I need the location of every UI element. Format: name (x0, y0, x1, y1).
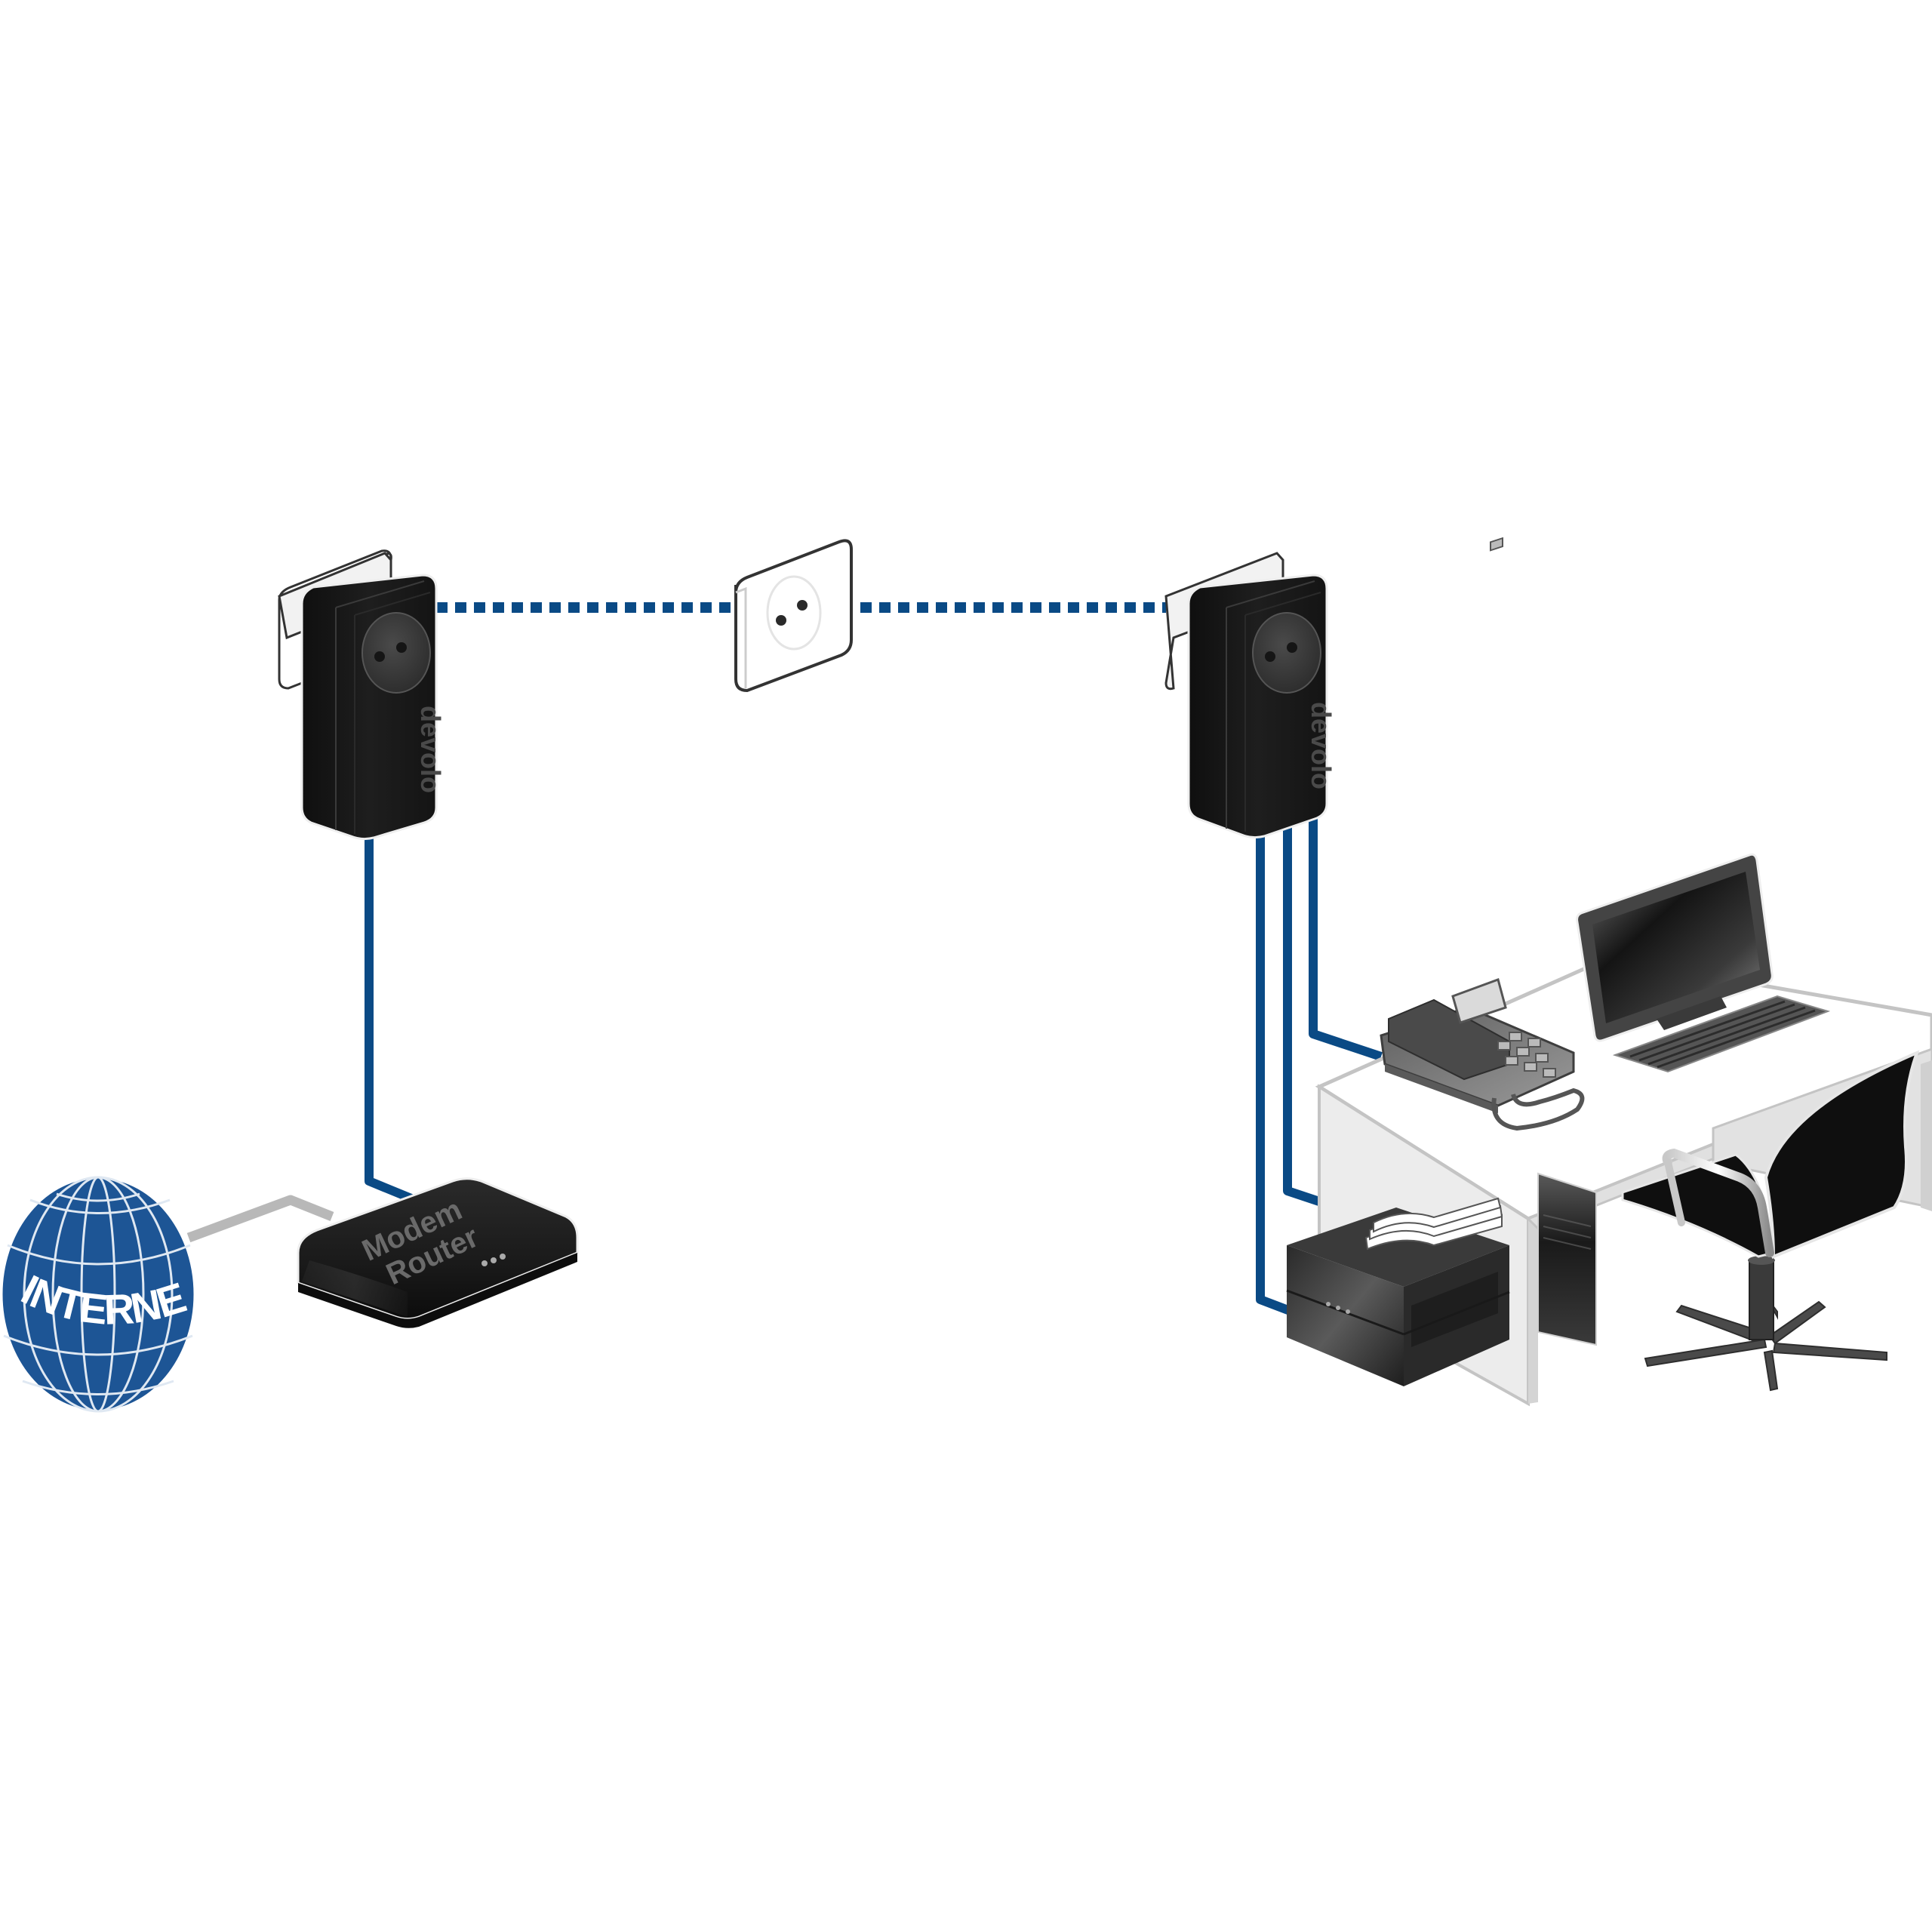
modem-router: Modem Router (297, 1177, 579, 1328)
printer-cable (1256, 830, 1294, 1316)
computer-cable (1283, 819, 1321, 1206)
phone-cable (1309, 815, 1383, 1061)
wall-socket (734, 539, 853, 693)
desktop-computer (1576, 853, 1831, 1073)
printer (1286, 1197, 1510, 1386)
powerline-adapter-icon (1164, 552, 1328, 839)
office-chair-icon (1621, 1050, 1920, 1392)
internet-globe: INTERNET (0, 0, 196, 1413)
adapter-right-cables (1256, 815, 1383, 1316)
telephone (1380, 537, 1585, 1131)
computer-tower (1537, 1172, 1597, 1346)
adapter-left-brand: devolo (415, 706, 446, 793)
printer-icon (1286, 1197, 1510, 1386)
adapter-right-brand: devolo (1306, 702, 1337, 789)
adapter-right: devolo (1164, 552, 1337, 839)
router-ethernet-cable (365, 830, 414, 1203)
internet-cable (186, 1195, 334, 1243)
globe-icon (0, 1176, 196, 1413)
adapter-left: devolo (278, 549, 446, 841)
office-chair (1621, 1050, 1920, 1392)
powerline-adapter-icon (278, 549, 438, 841)
desktop-computer-icon (1576, 853, 1831, 1073)
router-icon (297, 1177, 579, 1328)
telephone-icon (1380, 537, 1585, 1131)
wall-socket-icon (734, 539, 853, 693)
internet-label: INTERNET (0, 0, 191, 1334)
